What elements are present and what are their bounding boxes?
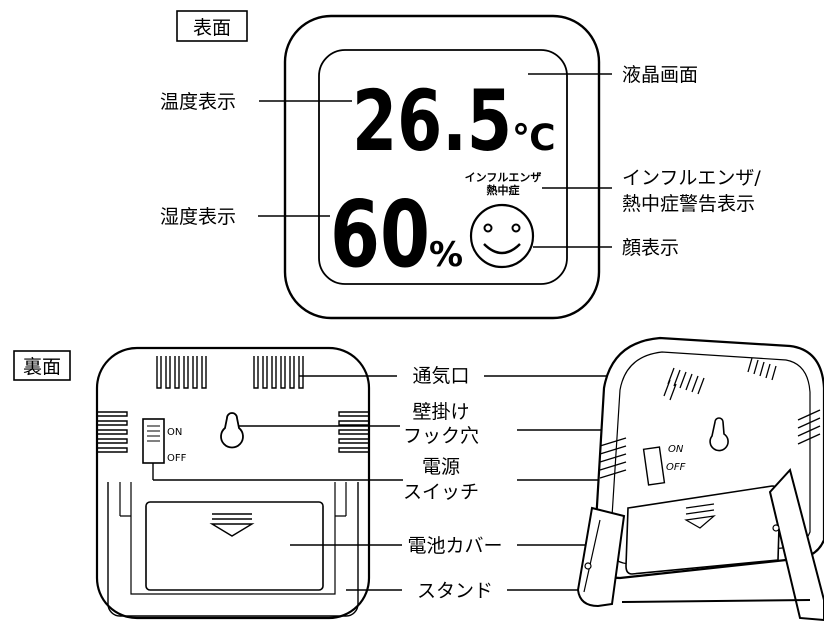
label-wall-hook-line1: 壁掛け [412, 401, 469, 423]
label-lcd-screen: 液晶画面 [622, 64, 698, 86]
perspective-switch-off-label: OFF [666, 462, 686, 473]
warning-text-heatstroke: 熱中症 [487, 183, 520, 197]
label-battery-cover: 電池カバー [407, 535, 502, 557]
label-temperature-display: 温度表示 [160, 91, 236, 113]
vent-top-right [253, 356, 304, 389]
label-wall-hook-line2: フック穴 [403, 425, 479, 447]
perspective-view: ON OFF [576, 336, 824, 622]
label-warning-line1: インフルエンザ/ [622, 167, 761, 189]
perspective-vent-side-icon [599, 409, 821, 479]
label-stand: スタンド [417, 580, 493, 602]
humidity-unit: % [429, 235, 463, 275]
vent-top-left [156, 356, 207, 389]
back-view: 裏面 ON OFF [13, 346, 716, 620]
temperature-unit: ℃ [512, 118, 556, 159]
front-section-box [176, 10, 248, 42]
warning-text-influenza: インフルエンザ [465, 171, 542, 184]
stand-outline [107, 482, 359, 617]
wall-hook-hole-icon [220, 412, 244, 449]
lcd-screen [318, 49, 568, 285]
power-switch [142, 418, 165, 464]
label-power-switch-line2: スイッチ [403, 481, 479, 503]
temperature-value: 26.5 [352, 72, 512, 170]
label-face-display: 顔表示 [622, 237, 679, 259]
battery-cover [145, 501, 324, 591]
perspective-switch-on-label: ON [668, 444, 684, 455]
label-power-switch-line1: 電源 [422, 456, 460, 478]
front-view: 表面 26.5 ℃ インフルエンザ 熱中症 60 % 温度表示 湿度表示 液晶画… [160, 10, 761, 320]
front-section-label: 表面 [193, 17, 231, 39]
back-section-box [13, 350, 71, 381]
switch-off-label: OFF [167, 453, 187, 464]
vent-side-right [338, 411, 369, 453]
label-humidity-display: 湿度表示 [160, 206, 236, 228]
switch-on-label: ON [167, 427, 182, 438]
perspective-vent-top-icon [663, 357, 777, 401]
label-vent: 通気口 [412, 365, 469, 387]
smiley-face-icon [469, 203, 535, 269]
label-warning-line2: 熱中症警告表示 [622, 193, 755, 215]
battery-cover-tab-icon [209, 513, 255, 537]
vent-side-left [97, 411, 128, 453]
humidity-value: 60 [330, 181, 430, 288]
back-section-label: 裏面 [23, 356, 61, 378]
